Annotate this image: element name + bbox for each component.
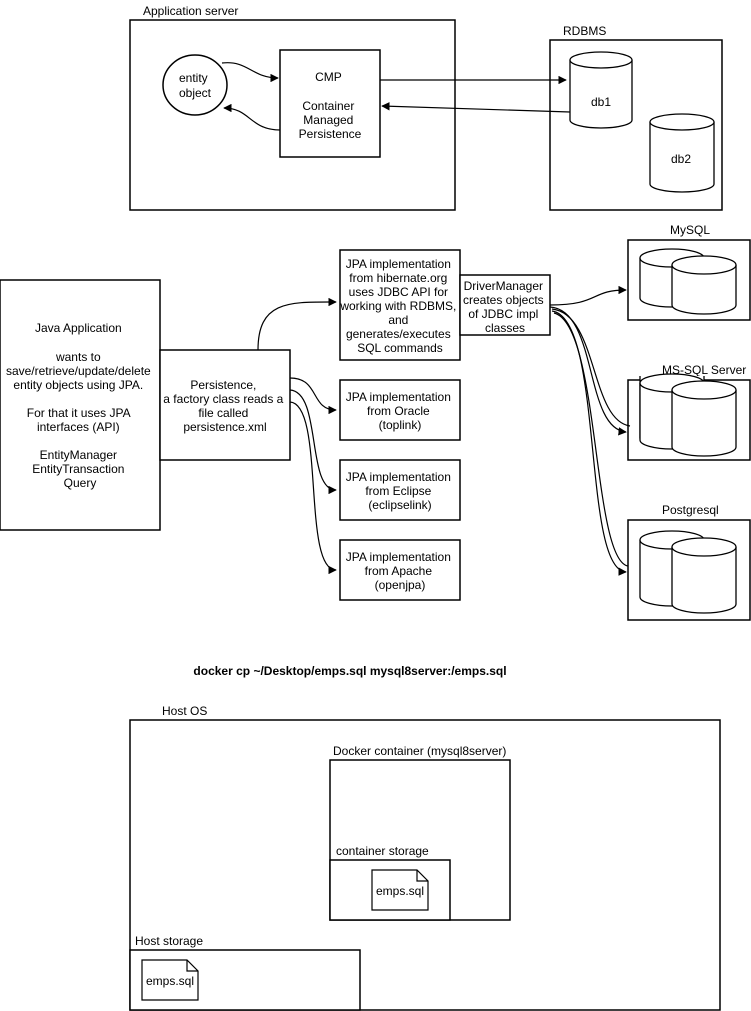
docker-container-label: Docker container (mysql8server): [333, 744, 506, 758]
host-file-icon: [141, 959, 199, 1001]
jpa-oracle-box: [339, 379, 461, 441]
jpa-eclipse-box: [339, 459, 461, 521]
persistence-box: [159, 349, 291, 461]
container-file-label: emps.sql: [376, 884, 424, 898]
db2-label: db2: [671, 152, 691, 166]
mssql-cylinders: [639, 373, 737, 457]
edge-driver-to-postgresql-b: [553, 312, 629, 567]
entity-object-label: entity object: [179, 71, 212, 100]
rdbms-label: RDBMS: [563, 24, 606, 38]
postgresql-cylinders: [639, 530, 737, 614]
jpa-apache-box: [339, 539, 461, 601]
application-server-label: Application server: [143, 4, 238, 18]
edge-driver-to-mysql: [549, 285, 627, 306]
db1-cylinder: [569, 51, 633, 129]
host-os-label: Host OS: [162, 704, 207, 718]
java-application-label: Java Application wants to save/retrieve/…: [6, 321, 154, 490]
jpa-hibernate-label: JPA implementation from hibernate.org us…: [339, 257, 459, 355]
jpa-oracle-label: JPA implementation from Oracle (toplink): [346, 390, 455, 432]
docker-command-text: docker cp ~/Desktop/emps.sql mysql8serve…: [193, 664, 506, 678]
db1-label: db1: [591, 95, 611, 109]
jpa-hibernate-box: [339, 249, 461, 361]
edge-persistence-to-hibernate: [257, 297, 337, 351]
entity-object-node: [162, 54, 228, 116]
edge-persistence-to-eclipse: [289, 389, 337, 495]
edge-db1-to-cmp: [381, 102, 571, 113]
jpa-apache-label: JPA implementation from Apache (openjpa): [346, 550, 455, 592]
host-storage-label: Host storage: [135, 934, 203, 948]
edge-persistence-to-apache: [289, 401, 337, 575]
edge-entity-to-cmp: [221, 62, 279, 83]
edge-persistence-to-oracle: [289, 377, 337, 415]
container-storage-label: container storage: [336, 844, 429, 858]
java-application-box: [0, 279, 161, 531]
host-file-label: emps.sql: [146, 974, 194, 988]
edge-driver-to-mssql: [549, 306, 627, 436]
jpa-eclipse-label: JPA implementation from Eclipse (eclipse…: [346, 470, 455, 512]
mssql-label: MS-SQL Server: [662, 363, 746, 377]
db2-cylinder: [649, 113, 715, 193]
cmp-box: [279, 49, 381, 158]
mysql-label: MySQL: [670, 223, 710, 237]
mysql-cylinders: [639, 248, 737, 315]
edge-cmp-to-entity: [223, 103, 281, 131]
edge-driver-to-postgresql: [551, 310, 627, 576]
edge-driver-to-mssql-b: [551, 308, 631, 427]
postgresql-label: Postgresql: [662, 503, 719, 517]
container-file-icon: [371, 869, 429, 911]
driver-manager-label: DriverManager creates objects of JDBC im…: [463, 279, 547, 335]
cmp-label: CMP Container Managed Persistence: [299, 70, 362, 141]
persistence-label: Persistence, a factory class reads a fil…: [163, 378, 286, 434]
